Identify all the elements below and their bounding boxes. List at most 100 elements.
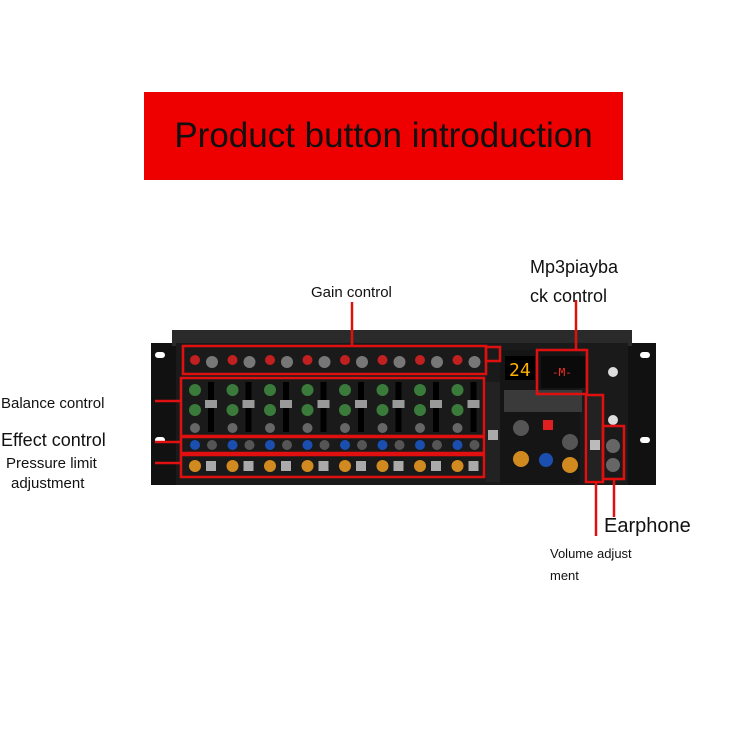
- effect-knob: [282, 440, 292, 450]
- eq-knob: [264, 384, 276, 396]
- channel-mute-button: [227, 355, 238, 365]
- rack-ear-left: [151, 343, 179, 485]
- effect-knob: [227, 440, 238, 450]
- eq-knob: [189, 384, 201, 396]
- effect-knob: [394, 440, 405, 450]
- effect-control-label: Effect control: [1, 430, 106, 450]
- pressure-limit-line1: Pressure limit: [6, 455, 97, 472]
- channel-mute-button: [452, 355, 463, 365]
- channel-fader-cap: [242, 400, 255, 408]
- channel-mute-button: [340, 355, 350, 365]
- limiter-knob: [226, 460, 239, 472]
- gain-knob: [468, 356, 481, 368]
- title-banner: Product button introduction: [144, 92, 623, 180]
- rack-ear-right: [626, 343, 656, 485]
- balance-knob: [302, 423, 313, 433]
- limiter-switch: [243, 461, 254, 471]
- balance-knob: [340, 423, 350, 433]
- mp3-playback-label: Mp3piayba ck control: [530, 253, 618, 311]
- level-display-value: 24: [509, 360, 531, 381]
- limiter-switch: [318, 461, 329, 471]
- pressure-highlight: [179, 453, 486, 479]
- gain-knob: [243, 356, 256, 368]
- limiter-knob: [414, 460, 426, 472]
- gain-knob: [281, 356, 293, 368]
- mp3-playback-line1: Mp3piayba: [530, 257, 619, 277]
- eq-knob: [376, 404, 389, 416]
- effect-knob: [244, 440, 255, 450]
- effect-highlight: [179, 435, 486, 455]
- effect-knob: [302, 440, 313, 450]
- limiter-switch: [206, 461, 216, 471]
- eq-knob: [339, 404, 351, 416]
- balance-control-label: Balance control: [1, 395, 105, 412]
- volume-adjustment-label: Volume adjust ment: [550, 543, 632, 587]
- channel-mute-button: [190, 355, 200, 365]
- eq-knob: [451, 404, 464, 416]
- effect-knob: [207, 440, 217, 450]
- effect-knob: [469, 440, 480, 450]
- eq-knob: [339, 384, 351, 396]
- gain-knob: [356, 356, 368, 368]
- effect-knob: [340, 440, 350, 450]
- limiter-knob: [451, 460, 464, 472]
- limiter-switch: [356, 461, 366, 471]
- mp3-player-panel: [541, 356, 585, 388]
- eq-knob: [301, 384, 314, 396]
- eq-knob: [301, 404, 314, 416]
- pressure-limit-label: Pressure limit adjustment: [6, 454, 97, 494]
- eq-knob: [451, 384, 464, 396]
- channel-fader-cap: [430, 400, 442, 408]
- limiter-knob: [339, 460, 351, 472]
- channel-fader-cap: [392, 400, 405, 408]
- effect-knob: [319, 440, 330, 450]
- mp3-playback-line2: ck control: [530, 286, 608, 306]
- channel-mute-button: [415, 355, 425, 365]
- gain-control-label: Gain control: [311, 284, 392, 301]
- channel-fader-cap: [280, 400, 292, 408]
- gain-knob: [393, 356, 406, 368]
- mp3-display-value: -M-: [552, 366, 572, 379]
- mp3-highlight: [535, 348, 589, 396]
- gain-knob: [431, 356, 443, 368]
- effect-knob: [357, 440, 367, 450]
- channel-fader-cap: [205, 400, 217, 408]
- effect-knob: [190, 440, 200, 450]
- eq-knob: [376, 384, 389, 396]
- limiter-knob: [264, 460, 276, 472]
- banner-title: Product button introduction: [174, 116, 593, 155]
- gain-knob: [206, 356, 218, 368]
- channel-mute-button: [377, 355, 388, 365]
- channel-mute-button: [302, 355, 313, 365]
- level-display: [505, 356, 535, 380]
- channel-fader-cap: [317, 400, 330, 408]
- volume-adjustment-line2: ment: [550, 568, 579, 583]
- eq-knob: [414, 404, 426, 416]
- channel-mute-button: [265, 355, 275, 365]
- balance-knob: [452, 423, 463, 433]
- eq-knob: [189, 404, 201, 416]
- balance-knob: [377, 423, 388, 433]
- eq-knob: [264, 404, 276, 416]
- limiter-knob: [301, 460, 314, 472]
- eq-knob: [226, 404, 239, 416]
- limiter-switch: [393, 461, 404, 471]
- effect-knob: [265, 440, 275, 450]
- gain-knob: [318, 356, 331, 368]
- volume-adjustment-line1: Volume adjust: [550, 546, 632, 561]
- earphone-label: Earphone: [604, 515, 691, 537]
- pressure-limit-line2: adjustment: [11, 475, 85, 492]
- channel-fader-cap: [355, 400, 367, 408]
- balance-knob: [227, 423, 238, 433]
- limiter-knob: [189, 460, 201, 472]
- effect-knob: [377, 440, 388, 450]
- channel-fader-cap: [467, 400, 480, 408]
- balance-knob: [190, 423, 200, 433]
- limiter-switch: [468, 461, 479, 471]
- effect-knob: [432, 440, 442, 450]
- limiter-switch: [431, 461, 441, 471]
- limiter-knob: [376, 460, 389, 472]
- effect-knob: [452, 440, 463, 450]
- balance-knob: [415, 423, 425, 433]
